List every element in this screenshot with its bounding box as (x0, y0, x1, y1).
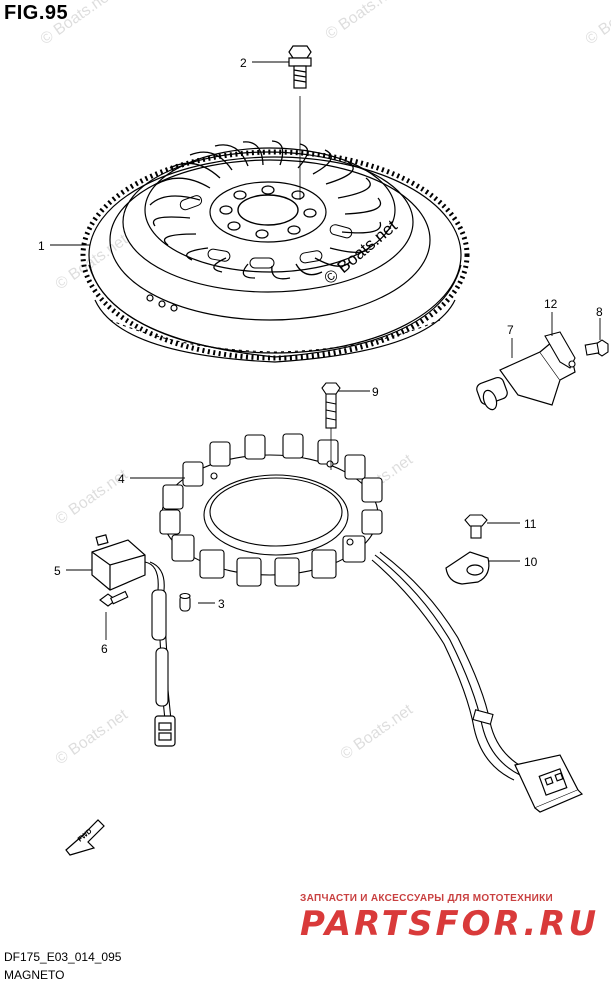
crank-position-sensor (476, 341, 576, 411)
fwd-arrow: FWD (65, 819, 105, 856)
stator-connector (514, 754, 584, 813)
callout-12: 12 (544, 297, 558, 311)
figure-name: MAGNETO (4, 968, 65, 982)
callout-8: 8 (596, 305, 603, 319)
leader-lines (50, 61, 601, 640)
watermark-2: © Boats.net (323, 0, 402, 43)
pulser-harness (144, 561, 172, 721)
callout-10: 10 (524, 555, 538, 569)
callout-11: 11 (524, 517, 537, 531)
stator-harness (371, 551, 529, 781)
callout-7: 7 (507, 323, 514, 337)
callout-2: 2 (240, 56, 247, 70)
callout-5: 5 (54, 564, 61, 578)
figure-title: FIG.95 (4, 2, 69, 24)
flywheel (80, 96, 470, 363)
callouts: 1 2 3 4 5 6 7 8 9 10 11 12 (38, 56, 603, 656)
pulser-screw (99, 590, 129, 607)
watermark-7: © Boats.net (53, 706, 132, 768)
callout-9: 9 (372, 385, 379, 399)
brand-logo[interactable]: PARTSFOR.RU (300, 904, 600, 944)
callout-3: 3 (218, 597, 225, 611)
wire-clamp (445, 551, 490, 585)
sensor-bolt (584, 339, 609, 357)
watermark-8: © Boats.net (338, 701, 417, 763)
watermark-4: © Boats.net (53, 231, 132, 293)
sensor-bracket (544, 331, 576, 369)
dowel-pin (179, 592, 191, 612)
callout-1: 1 (38, 239, 45, 253)
watermark-3: © Boats.net (583, 0, 611, 48)
pulser-connector (154, 715, 176, 747)
stator (159, 433, 383, 587)
clamp-bolt (464, 514, 488, 539)
callout-6: 6 (101, 642, 108, 656)
brand-tagline: ЗАПЧАСТИ И АКСЕССУАРЫ ДЛЯ МОТОТЕХНИКИ (300, 893, 553, 904)
stator-bolt (321, 382, 341, 470)
figure-code: DF175_E03_014_095 (4, 950, 122, 964)
callout-4: 4 (118, 472, 125, 486)
flywheel-bolt (288, 45, 312, 89)
pulser-coil (91, 534, 146, 591)
watermark-1: © Boats.net (38, 0, 117, 48)
